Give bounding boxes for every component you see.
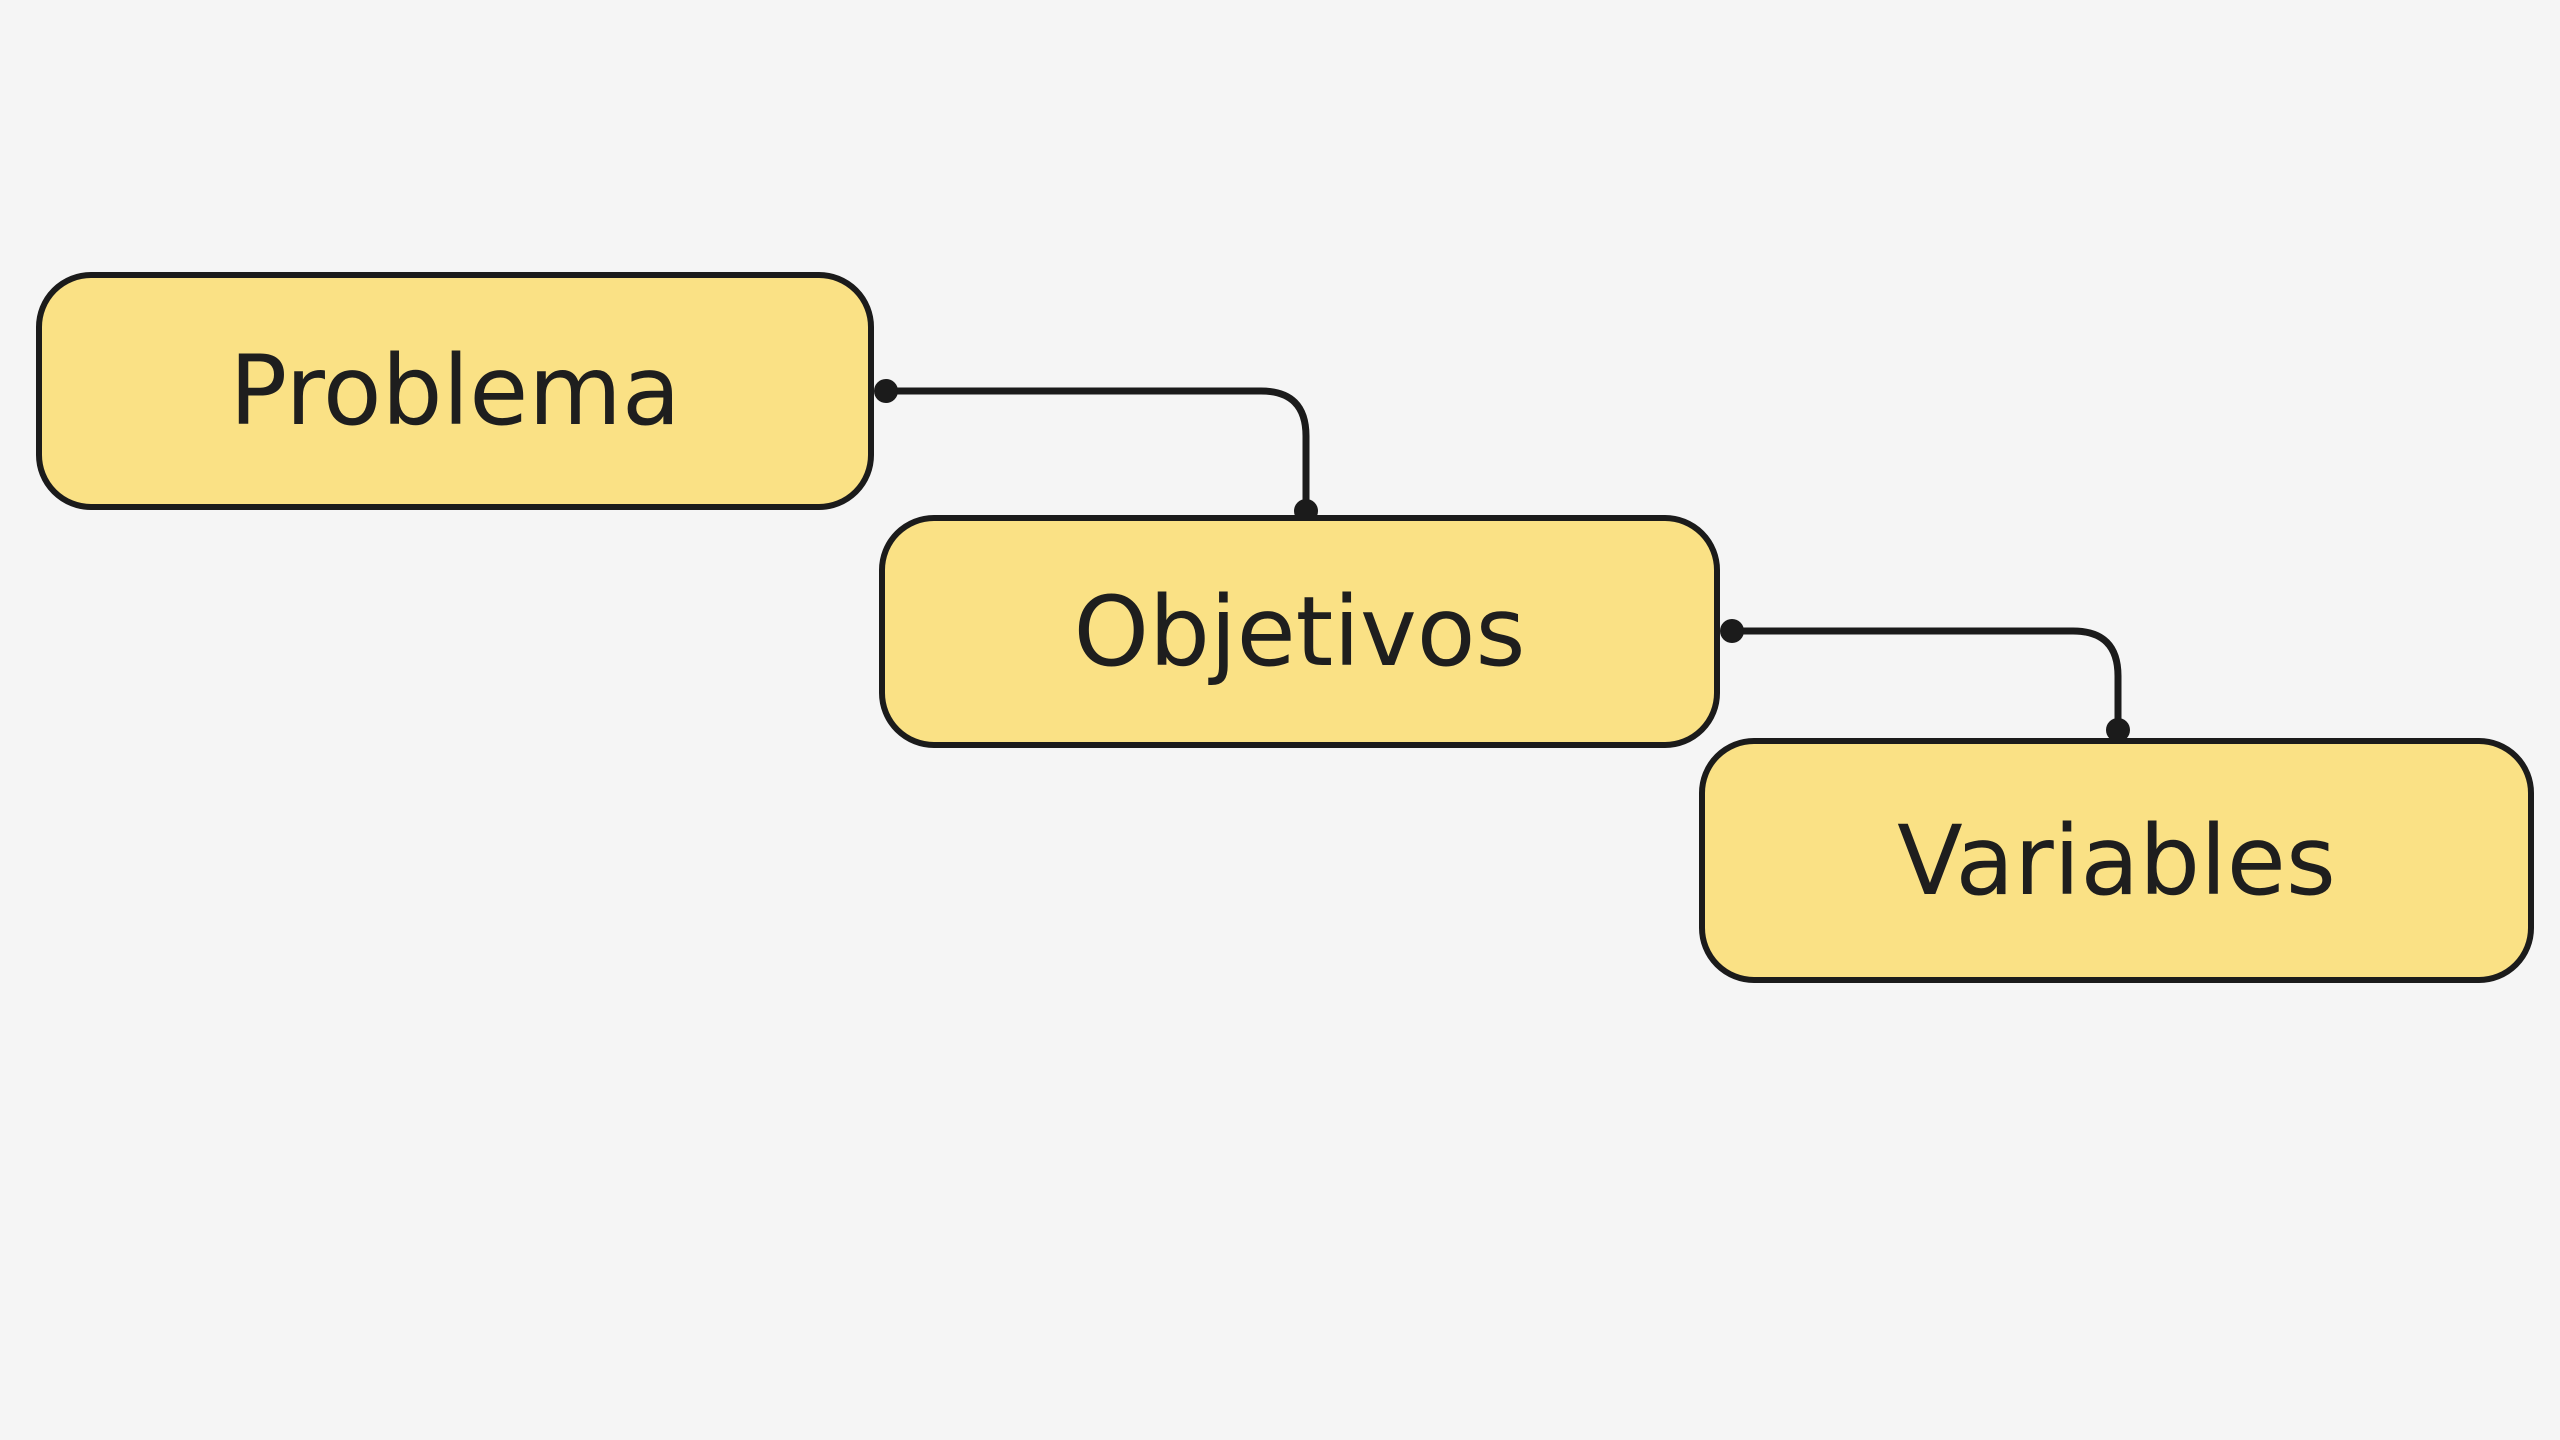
edge-endpoint-dot	[2106, 718, 2130, 742]
connector-problema-objetivos[interactable]	[874, 379, 1318, 523]
elbow-line	[882, 387, 1310, 515]
node-variables-label: Variables	[1897, 804, 2336, 917]
node-objetivos-label: Objetivos	[1073, 575, 1526, 688]
node-variables[interactable]: Variables	[1699, 738, 2534, 983]
node-problema[interactable]: Problema	[36, 272, 874, 510]
elbow-line	[1728, 627, 2122, 734]
node-objetivos[interactable]: Objetivos	[879, 515, 1720, 748]
connector-objetivos-variables[interactable]	[1720, 619, 2130, 742]
edge-endpoint-dot	[1720, 619, 1744, 643]
node-problema-label: Problema	[229, 335, 681, 447]
edge-endpoint-dot	[874, 379, 898, 403]
